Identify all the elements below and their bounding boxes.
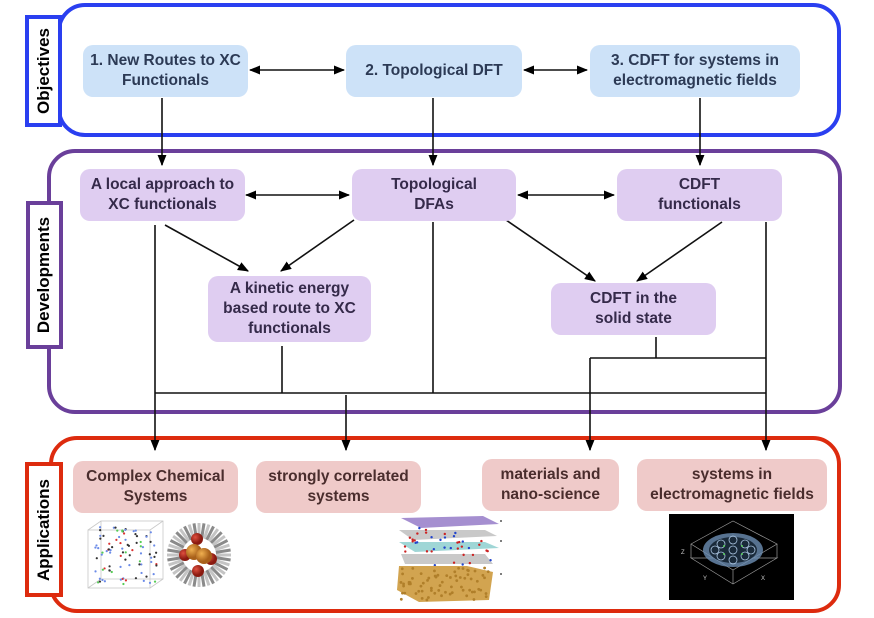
molecular-structure-image xyxy=(87,520,164,589)
development-cdft-solid-state: CDFT in the solid state xyxy=(551,283,716,335)
developments-label-text: Developments xyxy=(34,216,54,334)
edge-dev-topo-dev-kinetic xyxy=(280,219,355,272)
layered-material-image xyxy=(397,516,502,602)
application-em-fields: systems in electromagnetic fields xyxy=(637,459,827,511)
development-kinetic-energy-route: A kinetic energy based route to XC funct… xyxy=(208,276,371,342)
objective-new-routes-xc: 1. New Routes to XC Functionals xyxy=(83,45,248,97)
y-axis-label: Y xyxy=(703,576,707,582)
objective-cdft-em-fields: 3. CDFT for systems in electromagnetic f… xyxy=(590,45,800,97)
development-topological-dfas: Topological DFAs xyxy=(352,169,516,221)
development-local-approach: A local approach to XC functionals xyxy=(80,169,245,221)
edge-dev-topo-dev-solid xyxy=(505,219,596,282)
application-materials-nano: materials and nano-science xyxy=(482,459,619,511)
development-cdft-functionals: CDFT functionals xyxy=(617,169,782,221)
developments-label: Developments xyxy=(26,201,63,349)
edge-dev-local-dev-kinetic xyxy=(164,224,249,272)
nanotube-molecule-image xyxy=(167,523,231,587)
current-density-plot-image: Z Y X xyxy=(669,514,794,600)
edge-dev-cdft-dev-solid xyxy=(636,221,723,282)
objectives-label: Objectives xyxy=(25,15,62,127)
application-complex-chemical: Complex Chemical Systems xyxy=(73,461,238,513)
application-strongly-correlated: strongly correlated systems xyxy=(256,461,421,513)
objective-topological-dft: 2. Topological DFT xyxy=(346,45,522,97)
applications-label: Applications xyxy=(25,462,63,597)
objectives-label-text: Objectives xyxy=(33,28,53,114)
x-axis-label: X xyxy=(761,576,765,582)
z-axis-label: Z xyxy=(681,550,685,556)
applications-label-text: Applications xyxy=(34,478,54,581)
